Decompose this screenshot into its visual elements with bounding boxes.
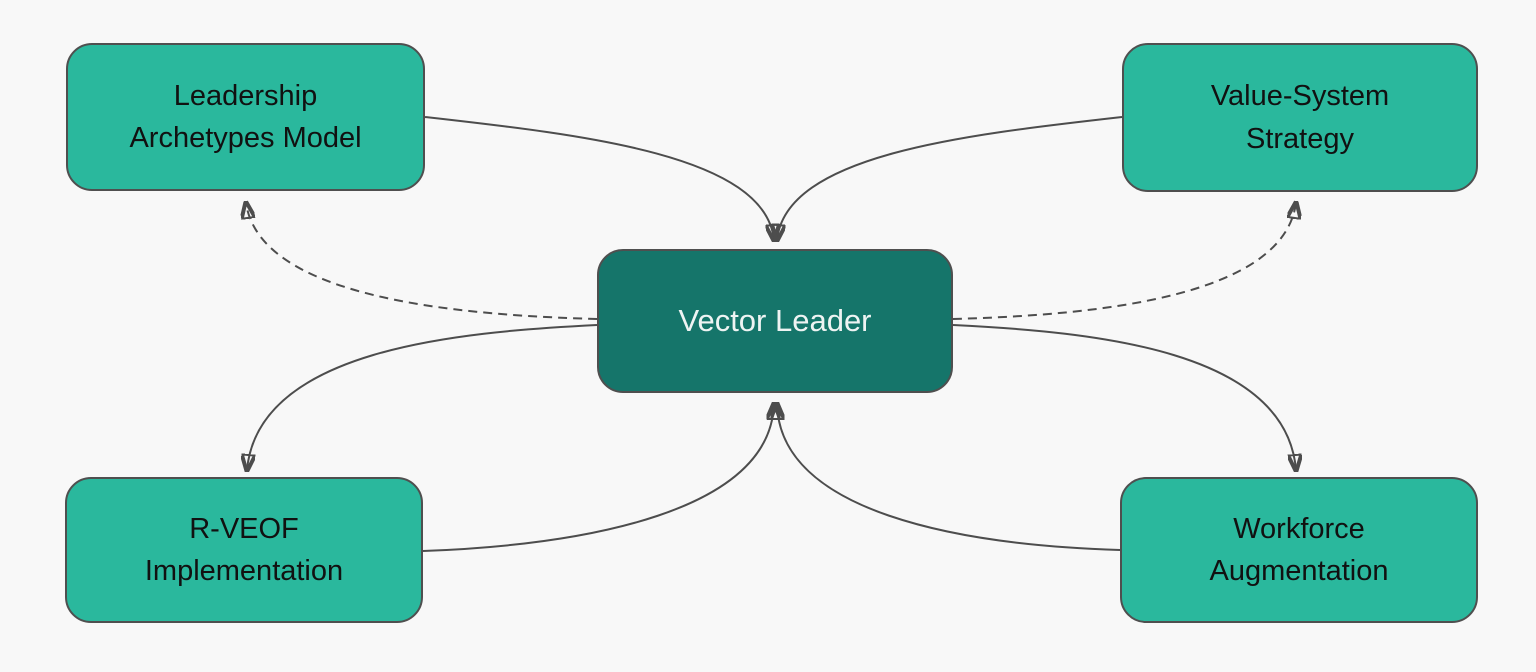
edge-r-veof-to-vector-leader	[422, 404, 774, 552]
edge-vector-leader-to-leadership	[246, 203, 598, 320]
edge-value-system-to-vector-leader	[777, 116, 1123, 240]
node-label-value-system-strategy: Value-System Strategy	[1210, 80, 1390, 155]
node-workforce-augmentation: Workforce Augmentation	[1120, 477, 1478, 623]
edge-vector-leader-to-workforce	[952, 324, 1296, 470]
node-leadership-archetypes-model: Leadership Archetypes Model	[66, 43, 425, 191]
node-label-workforce-augmentation: Workforce Augmentation	[1209, 512, 1389, 587]
node-r-veof-implementation: R-VEOF Implementation	[65, 477, 423, 623]
edge-leadership-to-vector-leader	[424, 116, 774, 240]
node-value-system-strategy: Value-System Strategy	[1122, 43, 1478, 192]
edge-workforce-to-vector-leader	[777, 404, 1121, 551]
edge-vector-leader-to-r-veof	[247, 324, 598, 470]
node-label-r-veof-implementation: R-VEOF Implementation	[144, 512, 344, 587]
node-label-vector-leader: Vector Leader	[678, 303, 872, 338]
node-label-leadership-archetypes-model: Leadership Archetypes Model	[129, 79, 362, 154]
edge-vector-leader-to-value-system	[952, 203, 1296, 320]
node-vector-leader: Vector Leader	[597, 249, 953, 393]
